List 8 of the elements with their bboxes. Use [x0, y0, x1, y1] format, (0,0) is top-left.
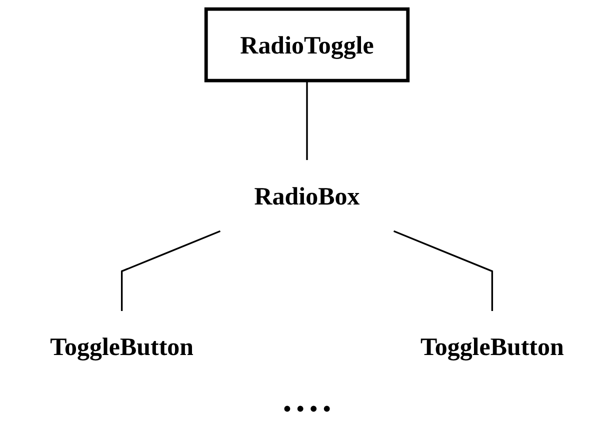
node-text: ToggleButton: [420, 332, 564, 361]
connector: [393, 230, 494, 311]
connector: [120, 230, 221, 311]
connector: [306, 80, 308, 160]
node-text: RadioBox: [254, 182, 360, 210]
node-box: RadioToggle: [204, 7, 410, 82]
node-text: ToggleButton: [50, 332, 194, 361]
ellipsis-dots: • • • •: [283, 396, 331, 422]
